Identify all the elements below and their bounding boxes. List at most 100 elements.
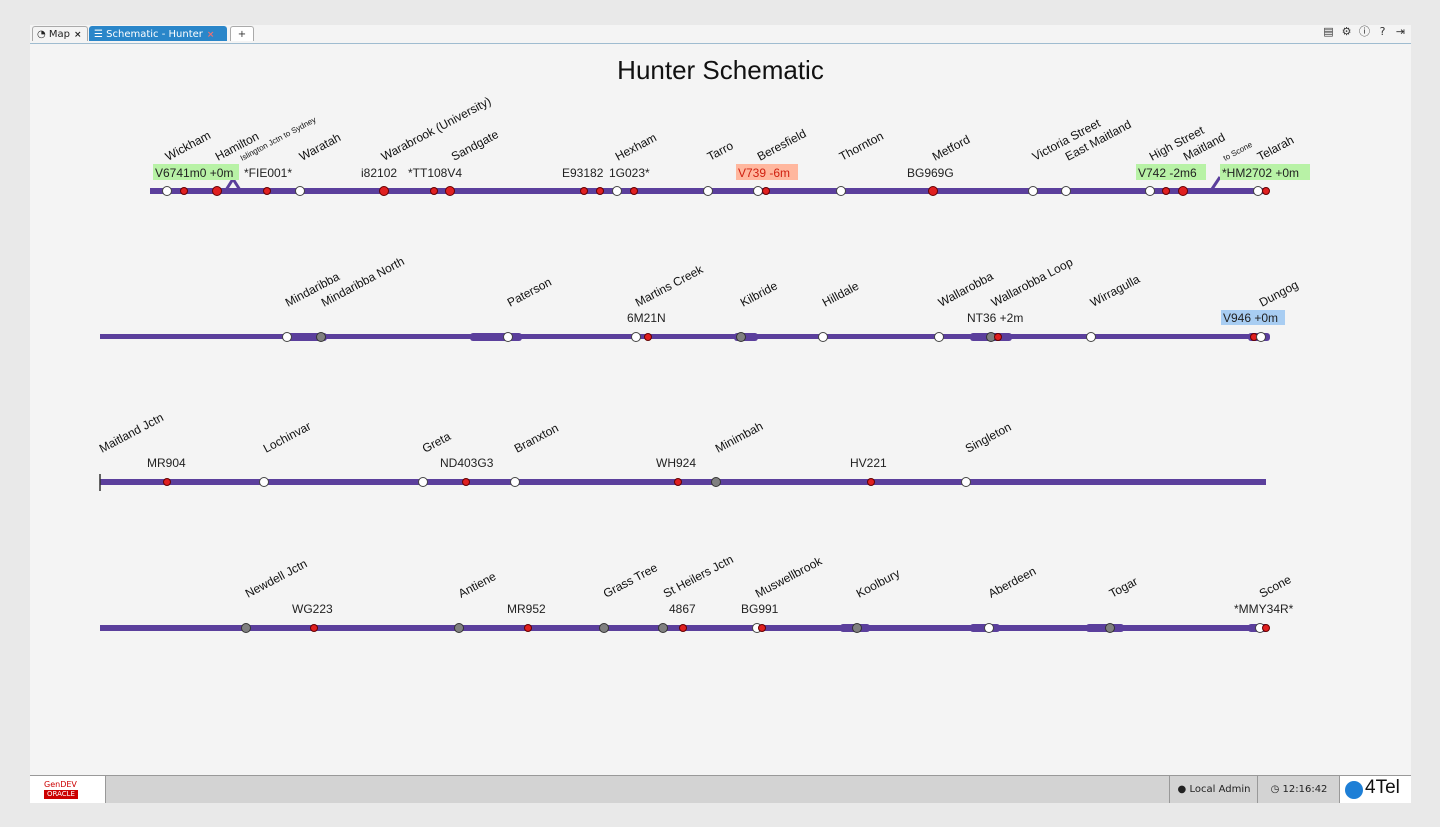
train-label[interactable]: i82102: [361, 166, 397, 180]
station-label[interactable]: Paterson: [505, 275, 554, 310]
train-label[interactable]: 1G023*: [609, 166, 650, 180]
station-label[interactable]: Wickham: [163, 128, 213, 164]
station-marker[interactable]: [753, 186, 763, 196]
train-label[interactable]: NT36 +2m: [967, 311, 1023, 325]
train-marker[interactable]: [630, 187, 638, 195]
station-label[interactable]: Hexham: [613, 130, 659, 163]
close-icon[interactable]: ×: [74, 30, 82, 40]
train-label[interactable]: WH924: [656, 456, 696, 470]
station-label[interactable]: to Scone: [1222, 140, 1255, 163]
station-label[interactable]: Singleton: [963, 420, 1014, 456]
station-label[interactable]: Martins Creek: [633, 262, 706, 310]
train-label[interactable]: MR952: [507, 602, 546, 616]
tab-map[interactable]: ◔ Map×: [32, 26, 88, 41]
help-icon[interactable]: ?: [1379, 25, 1386, 38]
station-marker[interactable]: [1086, 332, 1096, 342]
station-label[interactable]: Newdell Jctn: [243, 556, 310, 600]
train-marker[interactable]: [994, 333, 1002, 341]
train-marker[interactable]: [1262, 624, 1270, 632]
close-icon[interactable]: ×: [206, 30, 215, 40]
station-label[interactable]: Beresfield: [755, 126, 809, 163]
station-marker[interactable]: [503, 332, 513, 342]
station-label[interactable]: Togar: [1107, 574, 1140, 600]
station-marker[interactable]: [1145, 186, 1155, 196]
train-label[interactable]: ND403G3: [440, 456, 494, 470]
station-marker[interactable]: [259, 477, 269, 487]
station-label[interactable]: Greta: [420, 429, 453, 456]
train-marker[interactable]: [762, 187, 770, 195]
train-marker[interactable]: [1162, 187, 1170, 195]
station-marker[interactable]: [1253, 186, 1263, 196]
train-label[interactable]: *HM2702 +0m: [1222, 166, 1299, 180]
train-label[interactable]: BG991: [741, 602, 779, 616]
station-marker[interactable]: [612, 186, 622, 196]
train-marker[interactable]: [928, 186, 938, 196]
station-label[interactable]: Telarah: [1255, 133, 1296, 164]
station-label[interactable]: Aberdeen: [986, 564, 1039, 601]
train-marker[interactable]: [1262, 187, 1270, 195]
info-icon[interactable]: ⓘ: [1359, 25, 1370, 38]
station-marker[interactable]: [631, 332, 641, 342]
train-marker[interactable]: [679, 624, 687, 632]
station-marker[interactable]: [295, 186, 305, 196]
station-label[interactable]: Muswellbrook: [753, 553, 825, 600]
train-marker[interactable]: [524, 624, 532, 632]
station-label[interactable]: Lochinvar: [261, 419, 314, 456]
train-label[interactable]: V946 +0m: [1223, 311, 1278, 325]
train-label[interactable]: V742 -2m6: [1138, 166, 1197, 180]
station-label[interactable]: Wallarobba: [936, 269, 996, 310]
station-label[interactable]: Scone: [1257, 572, 1294, 600]
train-label[interactable]: WG223: [292, 602, 333, 616]
station-label[interactable]: St Heilers Jctn: [661, 552, 736, 601]
train-marker[interactable]: [580, 187, 588, 195]
station-marker[interactable]: [984, 623, 994, 633]
train-label[interactable]: HV221: [850, 456, 887, 470]
station-marker[interactable]: [1061, 186, 1071, 196]
station-label[interactable]: Hilldale: [820, 279, 862, 310]
station-marker[interactable]: [316, 332, 326, 342]
station-marker[interactable]: [711, 477, 721, 487]
station-marker[interactable]: [1105, 623, 1115, 633]
station-label[interactable]: Sandgate: [449, 127, 501, 164]
station-label[interactable]: Warabrook (University): [379, 94, 494, 164]
train-label[interactable]: MR904: [147, 456, 186, 470]
station-marker[interactable]: [454, 623, 464, 633]
train-marker[interactable]: [445, 186, 455, 196]
train-marker[interactable]: [180, 187, 188, 195]
station-marker[interactable]: [658, 623, 668, 633]
station-marker[interactable]: [1028, 186, 1038, 196]
train-marker[interactable]: [1178, 186, 1188, 196]
station-marker[interactable]: [282, 332, 292, 342]
station-label[interactable]: Antiene: [456, 569, 499, 601]
tab-schematic-hunter[interactable]: ☰ Schematic - Hunter×: [89, 26, 227, 41]
train-label[interactable]: V739 -6m: [738, 166, 790, 180]
train-marker[interactable]: [674, 478, 682, 486]
train-marker[interactable]: [379, 186, 389, 196]
station-label[interactable]: Grass Tree: [601, 560, 660, 600]
station-marker[interactable]: [961, 477, 971, 487]
station-marker[interactable]: [934, 332, 944, 342]
train-label[interactable]: *FIE001*: [244, 166, 292, 180]
station-marker[interactable]: [418, 477, 428, 487]
station-label[interactable]: Kilbride: [738, 278, 780, 309]
station-marker[interactable]: [836, 186, 846, 196]
train-marker[interactable]: [212, 186, 222, 196]
train-label[interactable]: BG969G: [907, 166, 954, 180]
train-label[interactable]: E93182: [562, 166, 604, 180]
train-label[interactable]: 6M21N: [627, 311, 666, 325]
gear-icon[interactable]: ⚙: [1341, 25, 1352, 38]
train-label[interactable]: *MMY34R*: [1234, 602, 1294, 616]
train-marker[interactable]: [867, 478, 875, 486]
station-label[interactable]: Tarro: [705, 138, 736, 163]
station-label[interactable]: Koolbury: [854, 566, 902, 601]
station-marker[interactable]: [736, 332, 746, 342]
station-label[interactable]: Wirragulla: [1088, 272, 1143, 310]
train-marker[interactable]: [430, 187, 438, 195]
station-label[interactable]: Dungog: [1257, 278, 1301, 310]
station-marker[interactable]: [510, 477, 520, 487]
train-marker[interactable]: [596, 187, 604, 195]
train-marker[interactable]: [163, 478, 171, 486]
train-marker[interactable]: [310, 624, 318, 632]
train-marker[interactable]: [462, 478, 470, 486]
station-marker[interactable]: [241, 623, 251, 633]
